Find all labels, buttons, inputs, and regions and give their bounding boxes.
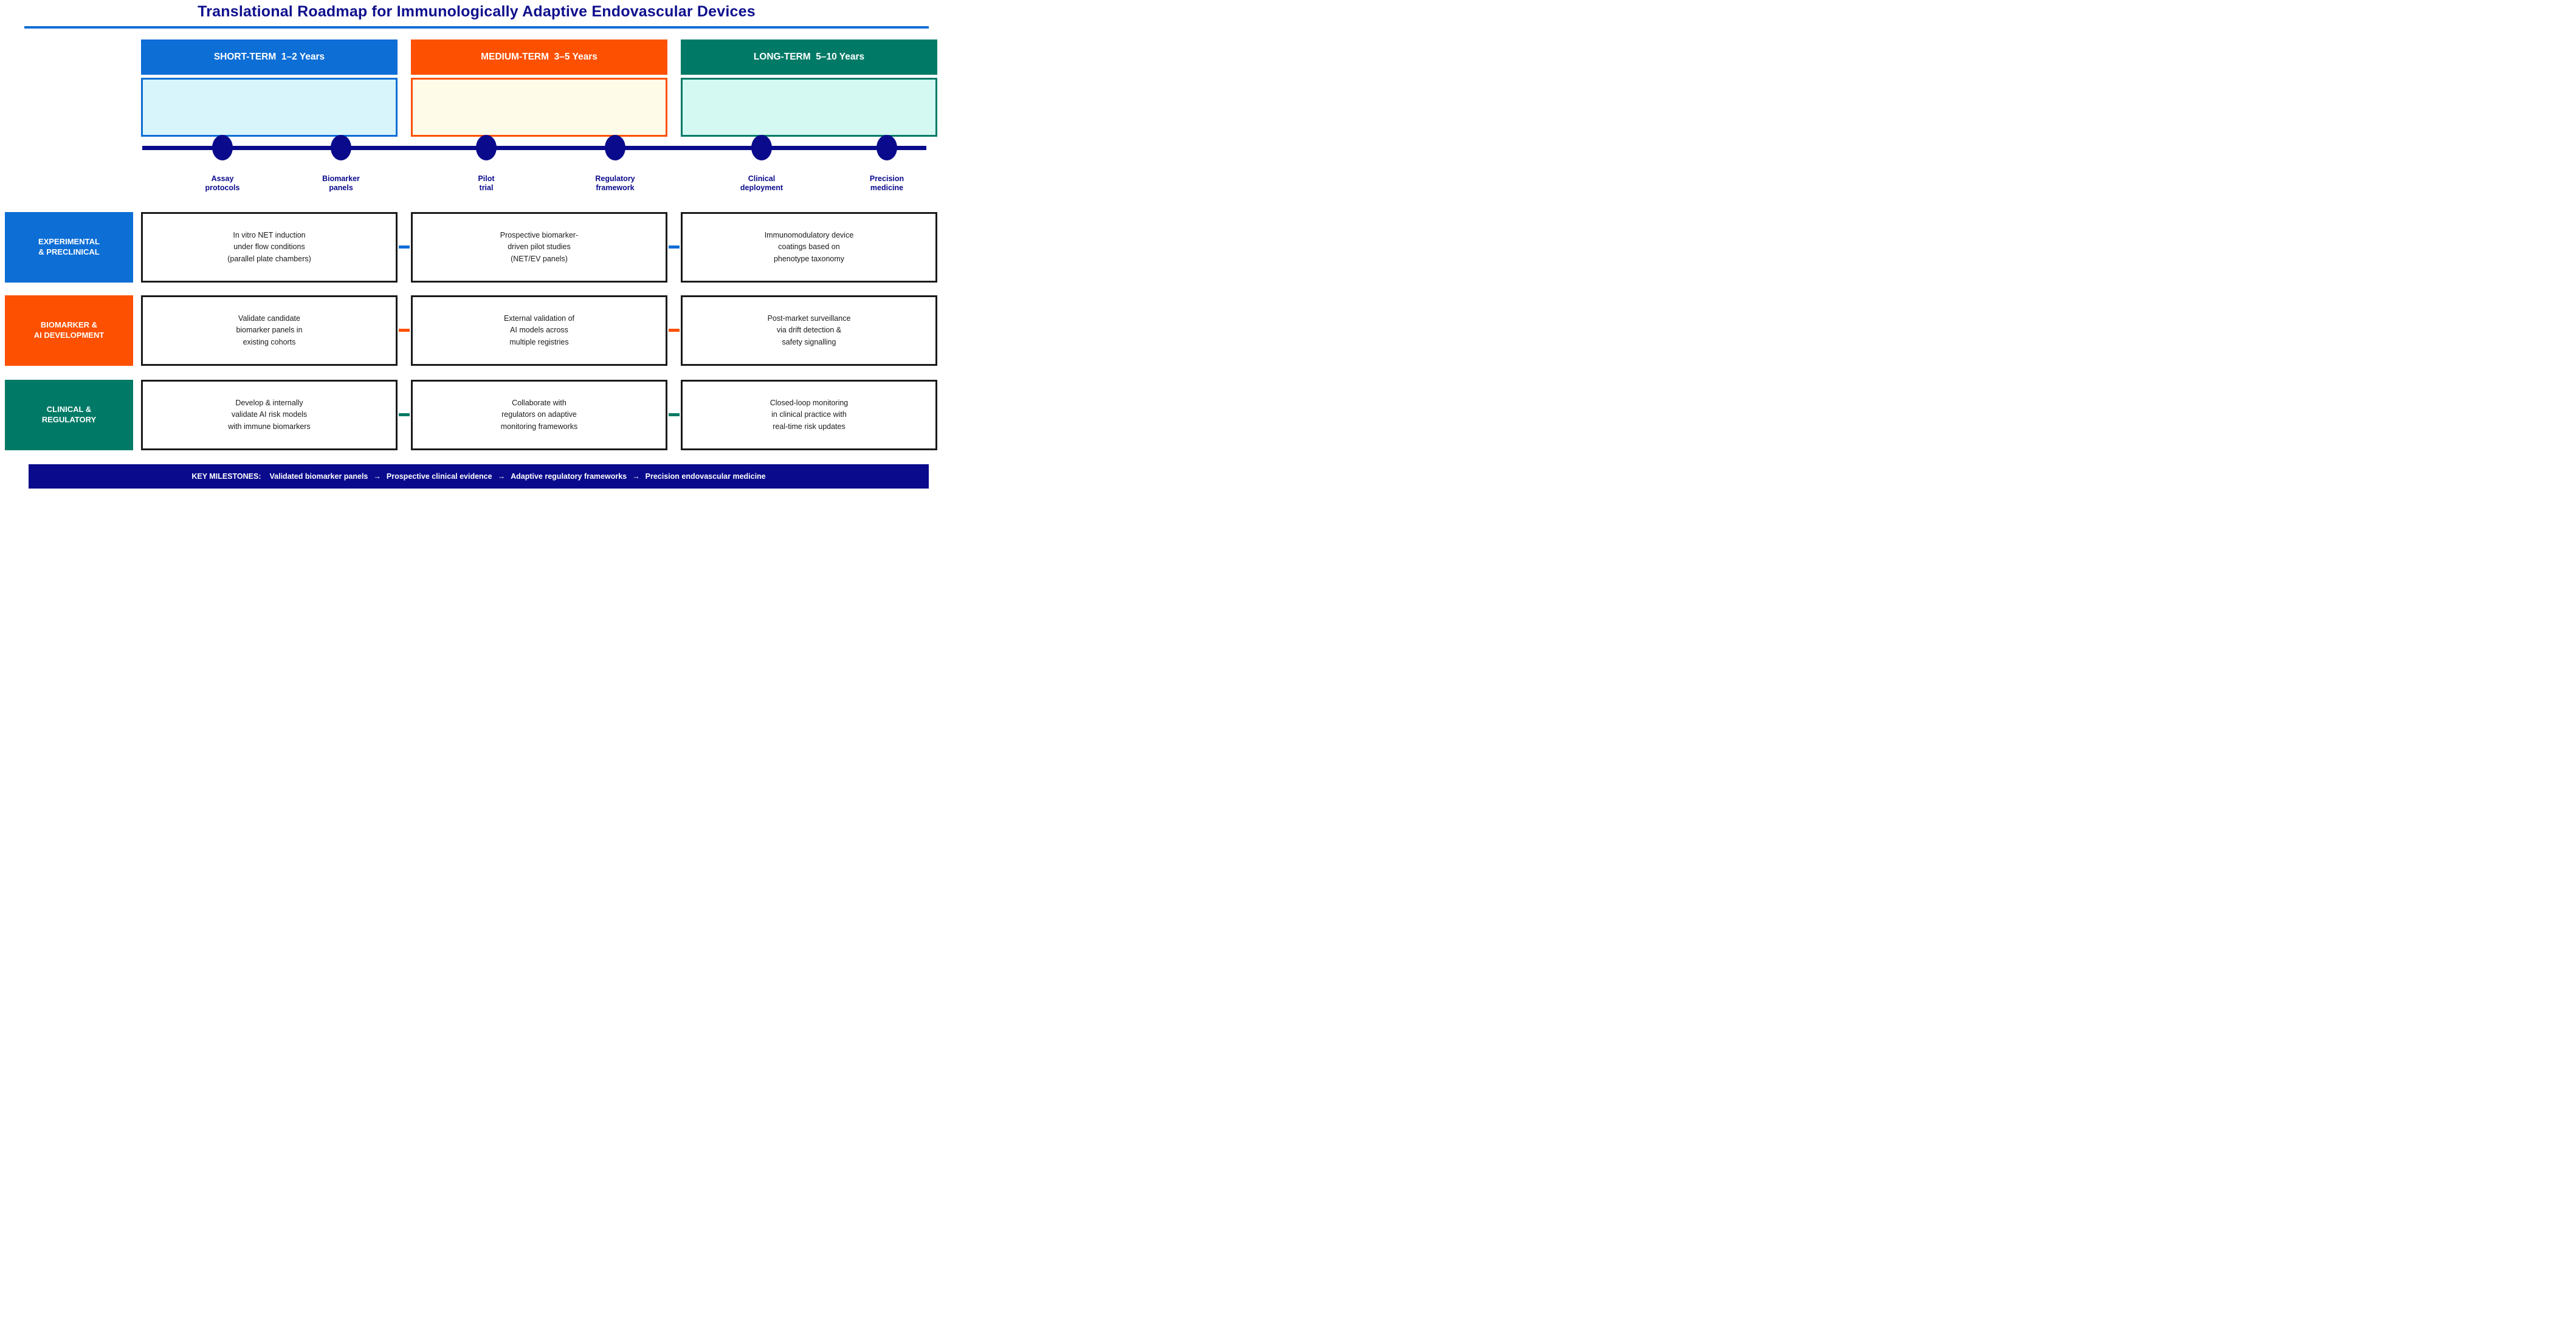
connector xyxy=(669,329,680,332)
key-milestone-item: Prospective clinical evidence xyxy=(386,472,492,481)
roadmap-diagram: Translational Roadmap for Immunologicall… xyxy=(0,0,953,494)
cell-biomarker-long: Post-market surveillance via drift detec… xyxy=(681,295,937,366)
milestone-dot-regulatory-framework xyxy=(605,135,625,160)
phase-panel-medium-term xyxy=(411,78,667,137)
cell-experimental-medium: Prospective biomarker- driven pilot stud… xyxy=(411,212,667,283)
phase-panel-short-term xyxy=(141,78,398,137)
right-arrow-icon: → xyxy=(373,472,381,481)
milestone-label-precision-medicine: Precision medicine xyxy=(869,174,904,193)
page-title: Translational Roadmap for Immunologicall… xyxy=(198,3,756,20)
milestone-label-assay-protocols: Assay protocols xyxy=(205,174,240,193)
key-milestone-item: Precision endovascular medicine xyxy=(645,472,766,481)
row-label-biomarker-ai: BIOMARKER & AI DEVELOPMENT xyxy=(5,295,133,366)
timeline-line xyxy=(142,146,926,150)
connector xyxy=(669,245,680,249)
cell-biomarker-short: Validate candidate biomarker panels in e… xyxy=(141,295,398,366)
milestone-dot-pilot-trial xyxy=(476,135,497,160)
milestone-dot-assay-protocols xyxy=(212,135,233,160)
connector xyxy=(399,245,410,249)
cell-experimental-long: Immunomodulatory device coatings based o… xyxy=(681,212,937,283)
connector xyxy=(399,329,410,332)
connector xyxy=(399,413,410,416)
cell-biomarker-medium: External validation of AI models across … xyxy=(411,295,667,366)
cell-clinical-medium: Collaborate with regulators on adaptive … xyxy=(411,380,667,450)
milestone-dot-clinical-deployment xyxy=(751,135,772,160)
cell-experimental-short: In vitro NET induction under flow condit… xyxy=(141,212,398,283)
milestone-dot-precision-medicine xyxy=(876,135,897,160)
cell-clinical-short: Develop & internally validate AI risk mo… xyxy=(141,380,398,450)
key-milestones-label: KEY MILESTONES: xyxy=(191,472,261,481)
phase-header-medium-term: MEDIUM-TERM 3–5 Years xyxy=(411,39,667,75)
key-milestone-item: Validated biomarker panels xyxy=(269,472,368,481)
phase-header-short-term: SHORT-TERM 1–2 Years xyxy=(141,39,398,75)
milestone-dot-biomarker-panels xyxy=(331,135,351,160)
cell-clinical-long: Closed-loop monitoring in clinical pract… xyxy=(681,380,937,450)
right-arrow-icon: → xyxy=(632,472,640,481)
key-milestones-bar: KEY MILESTONES: Validated biomarker pane… xyxy=(29,464,929,489)
key-milestone-item: Adaptive regulatory frameworks xyxy=(511,472,627,481)
phase-header-long-term: LONG-TERM 5–10 Years xyxy=(681,39,937,75)
phase-panel-long-term xyxy=(681,78,937,137)
row-label-experimental-preclinical: EXPERIMENTAL & PRECLINICAL xyxy=(5,212,133,283)
title-divider xyxy=(24,26,929,29)
milestone-label-clinical-deployment: Clinical deployment xyxy=(740,174,783,193)
milestone-label-pilot-trial: Pilot trial xyxy=(478,174,495,193)
milestone-label-biomarker-panels: Biomarker panels xyxy=(322,174,360,193)
right-arrow-icon: → xyxy=(497,472,506,481)
row-label-clinical-regulatory: CLINICAL & REGULATORY xyxy=(5,380,133,450)
connector xyxy=(669,413,680,416)
milestone-label-regulatory-framework: Regulatory framework xyxy=(595,174,635,193)
